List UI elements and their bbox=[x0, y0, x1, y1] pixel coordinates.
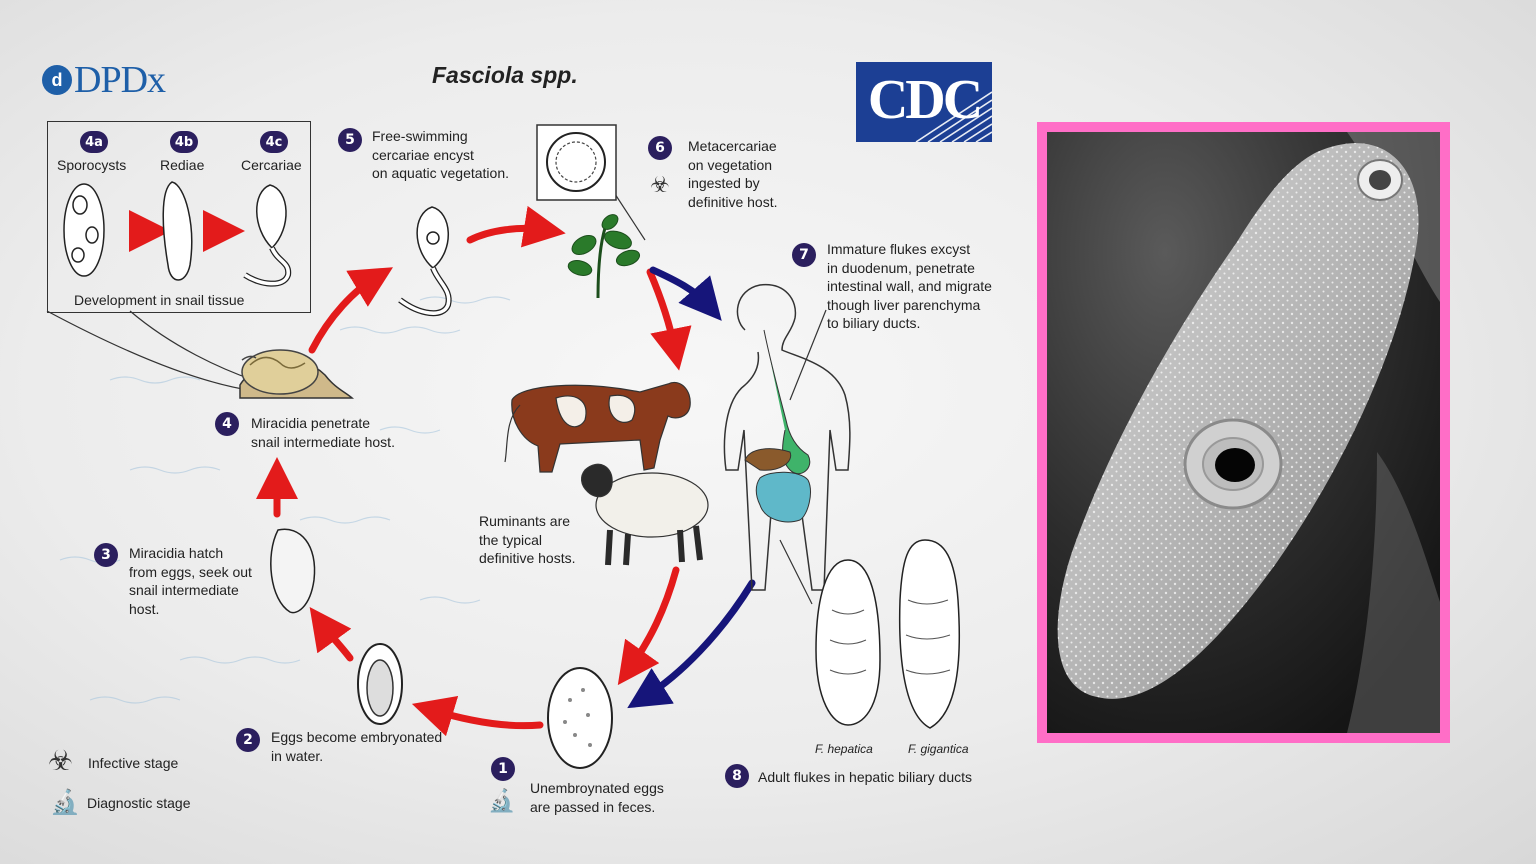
step-7-line: intestinal wall, and migrate bbox=[827, 278, 992, 294]
diagram-title: Fasciola spp. bbox=[432, 62, 578, 89]
microscope-icon: 🔬 bbox=[488, 788, 516, 813]
sporocysts-label: Sporocysts bbox=[57, 157, 127, 173]
microscope-icon: 🔬 bbox=[50, 789, 80, 816]
step-7-line: to biliary ducts. bbox=[827, 315, 921, 331]
step-4-line: Miracidia penetrate bbox=[251, 415, 371, 431]
snail-box-caption: Development in snail tissue bbox=[74, 292, 245, 308]
step-6-line: definitive host. bbox=[688, 193, 778, 210]
legend-infective-label: Infective stage bbox=[88, 755, 179, 771]
step-5-text: Free-swimming cercariae encyst on aquati… bbox=[372, 127, 509, 183]
step-6-badge: 6 bbox=[648, 136, 672, 160]
snail-stage-drawings bbox=[63, 181, 292, 287]
badge-4c: 4c bbox=[260, 131, 288, 153]
step-3-badge: 3 bbox=[94, 543, 118, 567]
miracidium-drawing bbox=[270, 528, 316, 614]
biohazard-icon: ☣ bbox=[48, 745, 74, 776]
snail-drawing bbox=[239, 349, 355, 399]
cercariae-label: Cercariae bbox=[241, 157, 302, 173]
step-7-badge: 7 bbox=[792, 243, 816, 267]
unembryonated-egg-drawing bbox=[547, 667, 613, 769]
dpdx-logo-mark: d bbox=[42, 65, 72, 95]
fluke-sem-photo bbox=[1047, 132, 1440, 733]
rediae-label: Rediae bbox=[160, 157, 205, 173]
badge-4b: 4b bbox=[170, 131, 198, 153]
badge-4a: 4a bbox=[80, 131, 108, 153]
step-3-line: host. bbox=[129, 600, 160, 617]
sem-photo-frame bbox=[1037, 122, 1450, 743]
ruminants-line: Ruminants are bbox=[479, 513, 571, 529]
step-5-line: on aquatic vegetation. bbox=[372, 165, 509, 181]
step-3-line: snail intermediate bbox=[129, 582, 239, 598]
title-text: Fasciola spp. bbox=[432, 62, 578, 88]
step-6-text: Metacercariae on vegetation ingested by … bbox=[688, 137, 778, 211]
step-5-badge: 5 bbox=[338, 128, 362, 152]
rediae-drawing bbox=[162, 181, 193, 281]
step-1-badge: 1 bbox=[491, 757, 515, 781]
egg-granules bbox=[563, 688, 592, 747]
step-3-text: Miracidia hatch from eggs, seek out snai… bbox=[129, 544, 252, 618]
step-3-line: Miracidia hatch bbox=[129, 545, 224, 561]
step-5-line: cercariae encyst bbox=[372, 146, 474, 163]
cdc-logo-text: CDC bbox=[867, 69, 983, 131]
step-7-line: in duodenum, penetrate bbox=[827, 259, 975, 276]
step-6-line: Metacercariae bbox=[688, 138, 777, 154]
ruminants-line: the typical bbox=[479, 531, 543, 548]
step-1-text: Unembroynated eggs are passed in feces. bbox=[530, 779, 664, 816]
dpdx-logo-text: DPDx bbox=[74, 59, 166, 101]
lifecycle-diagram bbox=[46, 124, 961, 769]
ruminants-text: Ruminants are the typical definitive hos… bbox=[479, 512, 576, 568]
legend-diagnostic-label: Diagnostic stage bbox=[87, 795, 191, 811]
biohazard-icon: ☣ bbox=[650, 172, 670, 197]
step-8-text: Adult flukes in hepatic biliary ducts bbox=[758, 769, 972, 785]
cdc-logo: CDC bbox=[856, 62, 992, 142]
step-4-badge: 4 bbox=[215, 412, 239, 436]
f-gigantica-label: F. gigantica bbox=[908, 742, 969, 756]
step-7-line: Immature flukes excyst bbox=[827, 241, 971, 257]
human-body-drawing bbox=[723, 283, 851, 591]
sheep-drawing bbox=[581, 463, 709, 566]
f-gigantica-fluke-drawing bbox=[898, 539, 961, 729]
step-3-line: from eggs, seek out bbox=[129, 563, 252, 580]
step-1-line: Unembroynated eggs bbox=[530, 780, 664, 796]
cdc-logo-stripes bbox=[915, 91, 992, 142]
step-2-line: Eggs become embryonated bbox=[271, 729, 443, 745]
red-cycle-arrows bbox=[129, 205, 692, 737]
step-8-badge: 8 bbox=[725, 764, 749, 788]
aquatic-plant-drawing bbox=[567, 214, 641, 299]
step-2-text: Eggs become embryonated in water. bbox=[271, 728, 442, 765]
step-6-line: ingested by bbox=[688, 175, 760, 191]
f-hepatica-label: F. hepatica bbox=[815, 742, 873, 756]
snail-development-box bbox=[47, 121, 311, 313]
f-hepatica-fluke-drawing bbox=[815, 559, 881, 726]
cow-drawing bbox=[504, 381, 691, 473]
step-5-line: Free-swimming bbox=[372, 128, 468, 144]
step-6-line: on vegetation bbox=[688, 156, 773, 173]
blue-arrows bbox=[627, 266, 756, 709]
step-7-text: Immature flukes excyst in duodenum, pene… bbox=[827, 240, 992, 333]
ruminants-line: definitive hosts. bbox=[479, 550, 576, 566]
free-cercaria-drawing bbox=[398, 206, 452, 317]
step-2-badge: 2 bbox=[236, 728, 260, 752]
step-7-line: though liver parenchyma bbox=[827, 296, 981, 313]
digestive-organs-drawing bbox=[744, 329, 811, 523]
step-4-line: snail intermediate host. bbox=[251, 433, 395, 450]
step-1-line: are passed in feces. bbox=[530, 798, 656, 815]
step-4-text: Miracidia penetrate snail intermediate h… bbox=[251, 414, 395, 451]
step-2-line: in water. bbox=[271, 747, 324, 764]
dpdx-logo: d DPDx bbox=[42, 58, 166, 102]
